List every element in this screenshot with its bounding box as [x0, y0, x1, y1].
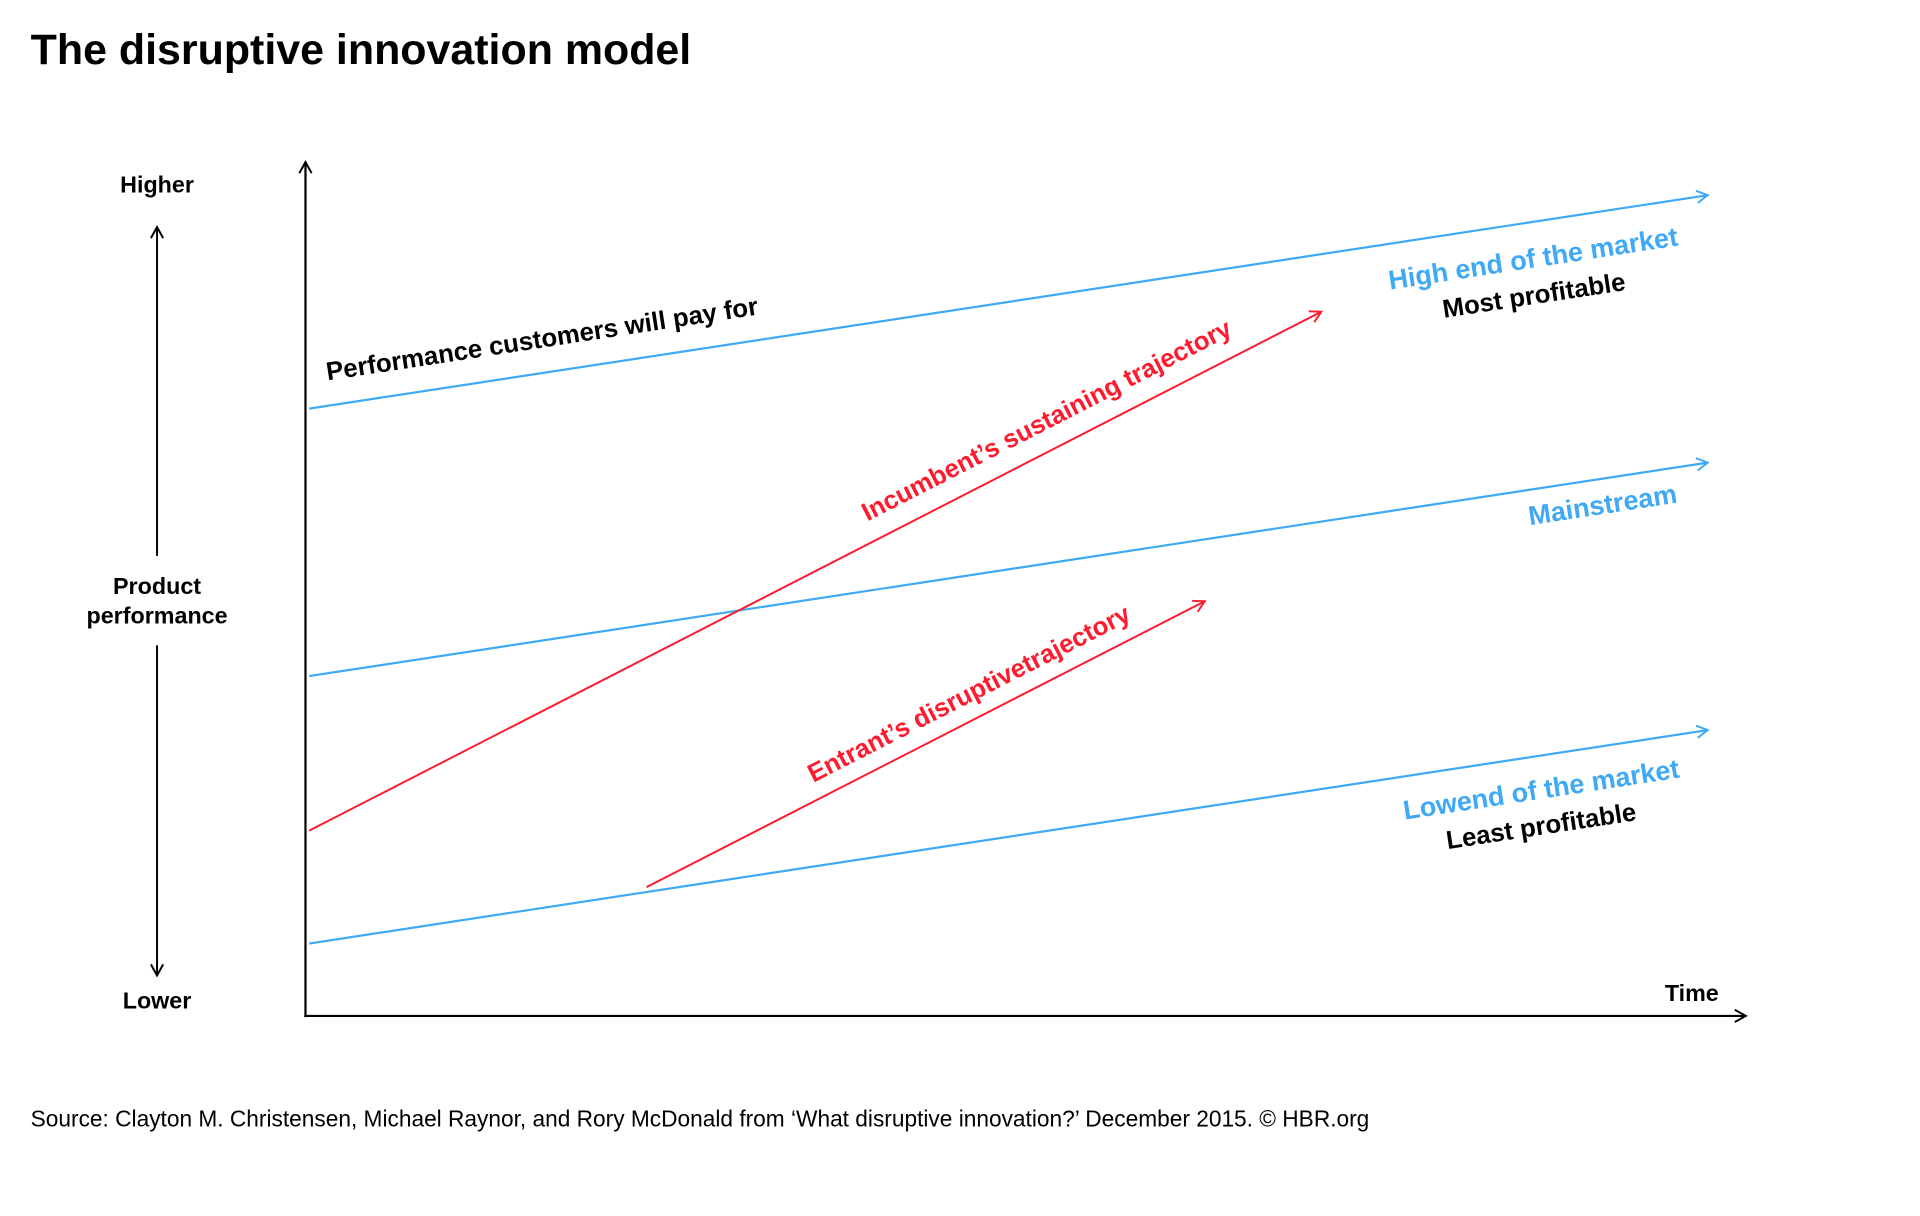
entrant-trajectory-line: [646, 599, 1207, 888]
x-axis-label: Time: [1665, 980, 1719, 1006]
y-higher-label: Higher: [120, 172, 194, 198]
incumbent-trajectory-line: [308, 310, 1324, 832]
incumbent-label: Incumbent’s sustaining trajectory: [857, 314, 1236, 527]
entrant-label: Entrant’s disruptivetrajectory: [803, 600, 1135, 788]
y-lower-label: Lower: [123, 988, 192, 1014]
page-title: The disruptive innovation model: [31, 26, 692, 74]
mainstream-line: [308, 457, 1710, 678]
low-end-line: [308, 724, 1710, 945]
high-end-line: [308, 189, 1710, 410]
y-label-line1: Product: [113, 573, 201, 599]
y-label-line2: performance: [86, 602, 227, 628]
source-note: Source: Clayton M. Christensen, Michael …: [31, 1105, 1370, 1131]
